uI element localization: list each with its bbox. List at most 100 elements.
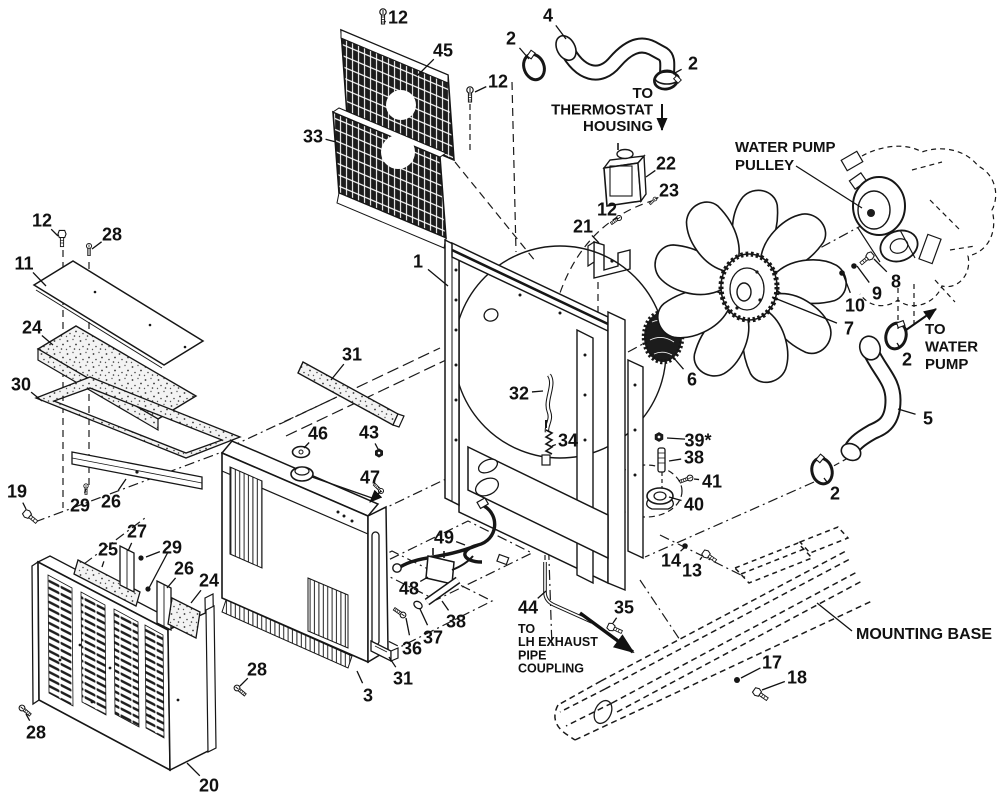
callout-overlay: 1245242123322231221122811243013189107265…: [7, 6, 992, 796]
callout-9: 9: [872, 284, 882, 304]
fan-shroud-frame-1: [444, 238, 667, 592]
leader-line: [441, 600, 450, 611]
fitting-37: [413, 600, 423, 610]
callout-48: 48: [399, 579, 419, 599]
callout-36: 36: [402, 639, 422, 659]
leader-line: [25, 713, 31, 721]
leader-line: [377, 486, 380, 489]
callout-2: 2: [902, 350, 912, 370]
bolt-8: [857, 250, 876, 268]
leader-line: [101, 561, 105, 568]
callout-41: 41: [702, 472, 722, 492]
leader-line: [145, 551, 161, 558]
callout-31: 31: [393, 669, 413, 689]
annotation-water-pump-pulley: PULLEY: [735, 157, 794, 174]
tube-38-lower: [391, 576, 461, 620]
leader-line: [127, 542, 133, 552]
screw-23: [648, 195, 659, 206]
annotation-to-thermostat-housing: THERMOSTAT: [551, 102, 653, 119]
callout-27: 27: [127, 522, 147, 542]
annotation-mounting-base: MOUNTING BASE: [856, 626, 992, 643]
valve-assembly-34: [541, 420, 554, 466]
callout-32: 32: [509, 384, 529, 404]
clamp-40: [646, 487, 674, 510]
engine-assembly: [840, 145, 997, 330]
stud-38: [657, 447, 666, 473]
callout-8: 8: [891, 272, 901, 292]
leader-line: [771, 296, 838, 324]
leader-line: [693, 478, 700, 481]
leader-line: [668, 496, 682, 502]
washer-9: [851, 263, 857, 269]
leader-line: [555, 25, 567, 40]
callout-19: 19: [7, 482, 27, 502]
callout-47: 47: [360, 468, 380, 488]
callout-29: 29: [162, 538, 182, 558]
grommet-46: [291, 445, 311, 459]
louvered-side-panel-20: [31, 555, 217, 772]
callout-10: 10: [845, 296, 865, 316]
fan-blade-assembly-7: [648, 187, 849, 388]
callout-44: 44: [518, 598, 538, 618]
screw-28c: [17, 703, 33, 718]
hose-clamp-2d: [806, 450, 837, 488]
hardware-39-38-41-40: [646, 432, 695, 510]
leader-line: [427, 268, 449, 287]
nut-39: [654, 432, 664, 442]
callout-12: 12: [488, 72, 508, 92]
leader-line: [419, 608, 429, 626]
annotation-to-lh-exhaust-pipe-coupling: LH EXHAUST: [518, 635, 598, 649]
callout-26: 26: [101, 492, 121, 512]
support-strip-31: [297, 361, 405, 428]
leader-line: [672, 356, 684, 370]
callout-37: 37: [423, 628, 443, 648]
leader-line: [83, 488, 87, 494]
radiator-cap: [290, 466, 314, 482]
bolt-12c: [57, 229, 67, 248]
annotation-to-thermostat-housing: TO: [632, 85, 653, 102]
annotation-to-lh-exhaust-pipe-coupling: COUPLING: [518, 662, 584, 676]
callout-6: 6: [687, 370, 697, 390]
callout-12: 12: [597, 200, 617, 220]
leader-line: [551, 443, 557, 447]
annotation-leader: [816, 602, 853, 632]
lower-hose-5: [840, 335, 902, 462]
bolt-19: [21, 508, 40, 526]
leader-line: [186, 762, 201, 777]
callout-2: 2: [830, 484, 840, 504]
callout-28: 28: [26, 723, 46, 743]
leader-line: [419, 576, 429, 583]
leader-line: [91, 241, 102, 250]
screw-41: [678, 473, 695, 485]
callout-39*: 39*: [684, 431, 711, 451]
callout-17: 17: [762, 653, 782, 673]
callout-22: 22: [656, 154, 676, 174]
leader-line: [655, 196, 659, 200]
nut-43: [374, 448, 384, 458]
leader-line: [383, 20, 386, 23]
callout-12: 12: [388, 8, 408, 28]
leader-line: [148, 551, 169, 589]
grille-panel-33: [331, 107, 448, 249]
leader-line: [239, 677, 249, 687]
callout-34: 34: [558, 431, 578, 451]
callout-31: 31: [342, 345, 362, 365]
callout-38: 38: [446, 612, 466, 632]
leader-line: [612, 617, 618, 624]
leader-line: [50, 228, 59, 237]
annotation-to-water-pump: PUMP: [925, 356, 968, 373]
leader-line: [518, 47, 530, 60]
callout-33: 33: [303, 127, 323, 147]
callout-5: 5: [923, 409, 933, 429]
callout-24: 24: [199, 571, 219, 591]
grille-panel-45: [340, 28, 455, 162]
recovery-tube-32: [544, 373, 554, 433]
callout-43: 43: [359, 423, 379, 443]
bracket-26b: [156, 579, 172, 632]
callout-13: 13: [682, 561, 702, 581]
coolant-tank-22: [602, 143, 647, 207]
callout-40: 40: [684, 495, 704, 515]
callout-12: 12: [32, 211, 52, 231]
leader-line: [330, 363, 345, 381]
